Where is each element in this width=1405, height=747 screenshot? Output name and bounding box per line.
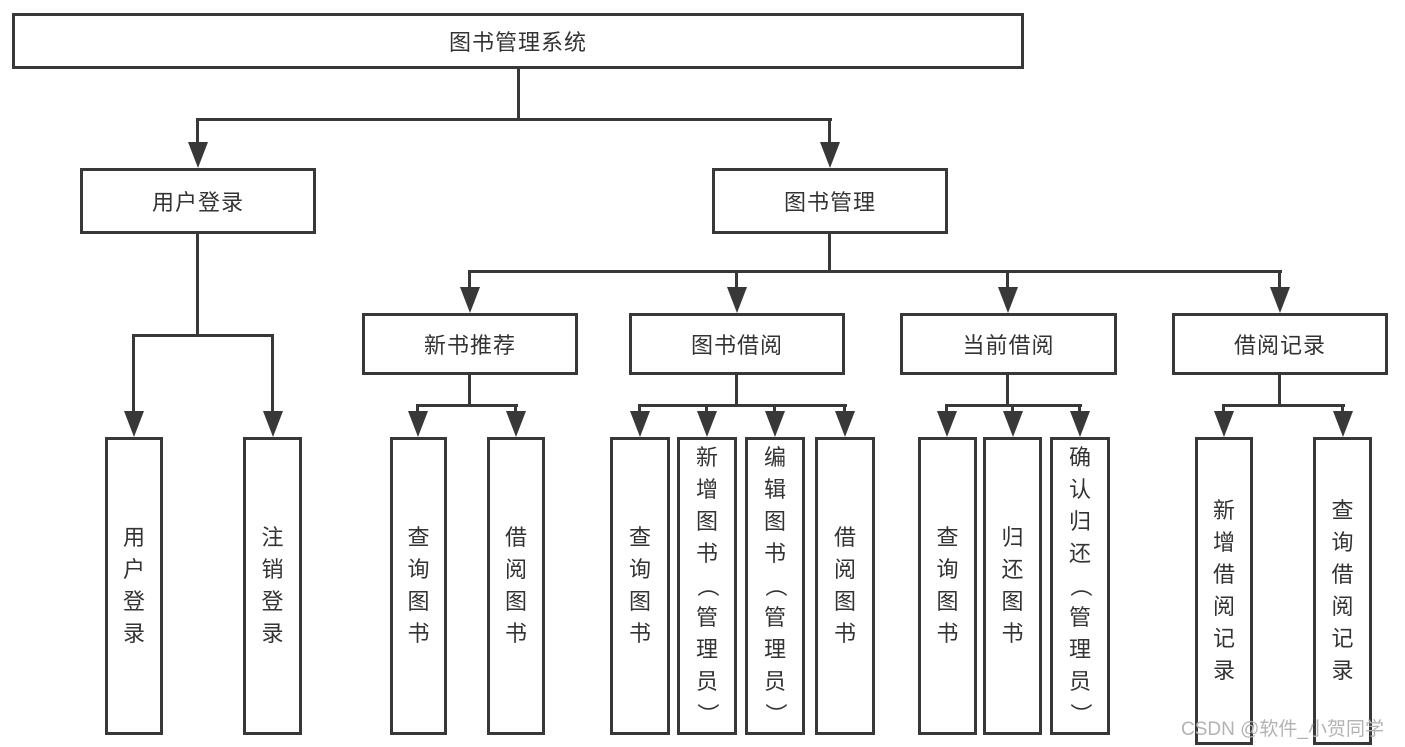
leaf-borrow-books-newbooks: 借阅图书	[487, 437, 545, 735]
arrowhead-down-icon	[820, 142, 840, 168]
arrowhead-down-icon	[1333, 411, 1353, 437]
leaf-user-login-label: 用户登录	[122, 525, 145, 646]
connector-line	[1078, 404, 1081, 413]
node-book-management-label: 图书管理	[783, 190, 876, 215]
leaf-query-books-borrowing-label: 查询图书	[628, 525, 651, 646]
connector-line	[416, 404, 419, 413]
connector-line	[1006, 373, 1009, 407]
connector-line	[468, 373, 471, 407]
connector-line	[468, 270, 1282, 273]
leaf-edit-books-admin: 编辑图书（管理员）	[745, 437, 805, 735]
connector-line	[843, 404, 846, 413]
csdn-watermark: CSDN @软件_小贺同学	[1181, 719, 1384, 740]
connector-line	[132, 334, 274, 337]
node-user-login-label: 用户登录	[151, 190, 244, 215]
connector-line	[416, 404, 518, 407]
leaf-add-borrow-record-label: 新增借阅记录	[1212, 498, 1235, 683]
leaf-query-books-current: 查询图书	[918, 437, 977, 735]
leaf-query-books-current-label: 查询图书	[936, 525, 959, 646]
node-new-book-recommendation-label: 新书推荐	[423, 333, 516, 358]
node-current-borrowing-label: 当前借阅	[962, 333, 1055, 358]
node-root-label: 图书管理系统	[448, 30, 587, 55]
connector-line	[773, 404, 776, 413]
connector-line	[828, 118, 831, 144]
leaf-confirm-return-admin: 确认归还（管理员）	[1050, 437, 1110, 735]
arrowhead-down-icon	[937, 411, 957, 437]
arrowhead-down-icon	[263, 411, 283, 437]
arrowhead-down-icon	[1070, 411, 1090, 437]
connector-line	[1222, 404, 1225, 413]
arrowhead-down-icon	[460, 287, 480, 313]
leaf-add-books-admin-label: 新增图书（管理员）	[694, 445, 720, 726]
connector-line	[517, 69, 520, 119]
leaf-add-books-admin: 新增图书（管理员）	[677, 437, 737, 735]
arrowhead-down-icon	[408, 411, 428, 437]
connector-line	[638, 404, 847, 407]
arrowhead-down-icon	[188, 142, 208, 168]
connector-line	[1222, 404, 1345, 407]
leaf-query-borrow-record-label: 查询借阅记录	[1331, 498, 1354, 683]
node-current-borrowing: 当前借阅	[900, 313, 1117, 375]
arrowhead-down-icon	[1270, 287, 1290, 313]
node-book-borrowing-label: 图书借阅	[690, 333, 783, 358]
node-book-borrowing: 图书借阅	[629, 313, 845, 375]
connector-line	[196, 118, 832, 121]
connector-line	[945, 404, 948, 413]
leaf-edit-books-admin-label: 编辑图书（管理员）	[762, 445, 788, 726]
connector-line	[735, 373, 738, 407]
arrowhead-down-icon	[1003, 411, 1023, 437]
node-borrowing-records: 借阅记录	[1172, 313, 1388, 375]
leaf-query-books-newbooks: 查询图书	[390, 437, 447, 735]
arrowhead-down-icon	[124, 411, 144, 437]
leaf-user-login: 用户登录	[105, 437, 163, 735]
leaf-return-books: 归还图书	[983, 437, 1042, 735]
arrowhead-down-icon	[697, 411, 717, 437]
connector-line	[468, 270, 471, 289]
leaf-query-books-newbooks-label: 查询图书	[407, 525, 430, 646]
arrowhead-down-icon	[835, 411, 855, 437]
connector-line	[271, 334, 274, 413]
node-book-management: 图书管理	[712, 168, 948, 234]
leaf-borrow-books-borrowing-label: 借阅图书	[833, 525, 856, 646]
leaf-borrow-books-newbooks-label: 借阅图书	[504, 525, 527, 646]
connector-line	[828, 232, 831, 273]
connector-line	[638, 404, 641, 413]
connector-line	[1006, 270, 1009, 289]
node-borrowing-records-label: 借阅记录	[1233, 333, 1326, 358]
connector-line	[196, 118, 199, 144]
arrowhead-down-icon	[630, 411, 650, 437]
leaf-confirm-return-admin-label: 确认归还（管理员）	[1067, 445, 1093, 726]
arrowhead-down-icon	[765, 411, 785, 437]
connector-line	[132, 334, 135, 413]
node-user-login: 用户登录	[80, 168, 316, 234]
leaf-query-borrow-record: 查询借阅记录	[1313, 437, 1372, 745]
connector-line	[1011, 404, 1014, 413]
connector-line	[514, 404, 517, 413]
connector-line	[1278, 373, 1281, 407]
arrowhead-down-icon	[506, 411, 526, 437]
node-root: 图书管理系统	[12, 13, 1024, 69]
connector-line	[1278, 270, 1281, 289]
arrowhead-down-icon	[1214, 411, 1234, 437]
leaf-return-books-label: 归还图书	[1001, 525, 1024, 646]
connector-line	[196, 232, 199, 337]
arrowhead-down-icon	[727, 287, 747, 313]
leaf-query-books-borrowing: 查询图书	[610, 437, 670, 735]
leaf-logout-label: 注销登录	[261, 525, 284, 646]
leaf-add-borrow-record: 新增借阅记录	[1195, 437, 1253, 745]
arrowhead-down-icon	[998, 287, 1018, 313]
node-new-book-recommendation: 新书推荐	[362, 313, 578, 375]
connector-line	[735, 270, 738, 289]
connector-line	[705, 404, 708, 413]
leaf-logout: 注销登录	[243, 437, 302, 735]
leaf-borrow-books-borrowing: 借阅图书	[815, 437, 875, 735]
connector-line	[1341, 404, 1344, 413]
